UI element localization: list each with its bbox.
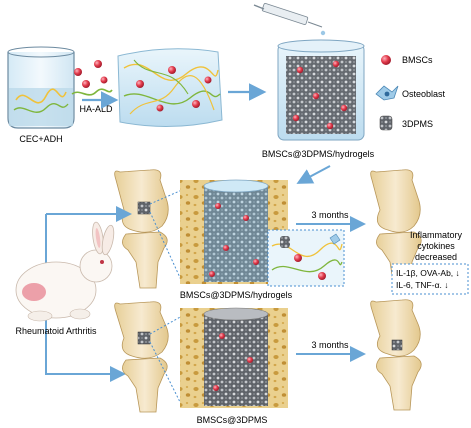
zoom-inset — [267, 229, 345, 287]
legend-label-bmscs: BMSCs — [402, 55, 433, 65]
knee-joint-icon-result — [370, 299, 422, 411]
beaker-icon — [7, 46, 75, 129]
zoom-line — [149, 211, 183, 283]
inflammatory-line2: cytokines — [417, 241, 455, 251]
legend: BMSCs Osteoblast 3DPMS — [375, 55, 446, 131]
syringe-icon — [253, 3, 326, 36]
inflammatory-line3: decreased — [415, 252, 457, 262]
inflammatory-line1: Inflammatory — [410, 230, 463, 240]
composite-vial — [277, 39, 365, 141]
bmsc-cell-icon — [381, 55, 391, 65]
legend-label-3dpms: 3DPMS — [402, 119, 433, 129]
months-bottom-label: 3 months — [311, 340, 349, 350]
ha-ald-particles — [71, 60, 113, 96]
legend-label-osteoblast: Osteoblast — [402, 89, 446, 99]
zoom-line — [149, 189, 183, 205]
osteoblast-icon — [375, 85, 399, 101]
scaffold-cylinder-bottom — [180, 307, 288, 408]
hydrogel-network — [117, 48, 223, 128]
3dpms-microsphere-icon — [379, 115, 393, 131]
composite-bottom-label: BMSCs@3DPMS — [197, 415, 268, 425]
cytokine-line2: IL-6, TNF-α. ↓ — [396, 280, 448, 290]
ra-label: Rheumatoid Arthritis — [15, 326, 97, 336]
composite-top-label: BMSCs@3DPMS/hydrogels — [262, 149, 375, 159]
healed-knee-icon — [370, 169, 422, 289]
months-top-label: 3 months — [311, 210, 349, 220]
arrow-to-implant — [296, 165, 331, 184]
composite-mid-label: BMSCs@3DPMS/hydrogels — [180, 290, 293, 300]
cec-adh-label: CEC+ADH — [19, 134, 62, 144]
knee-joint-icon — [114, 169, 169, 289]
cytokine-box — [391, 263, 469, 295]
cytokine-line1: IL-1β, OVA-Ab, ↓ — [396, 268, 460, 278]
rabbit-icon — [15, 221, 115, 322]
ha-ald-label: HA-ALD — [79, 104, 113, 114]
knee-joint-icon-bottom — [114, 301, 169, 413]
